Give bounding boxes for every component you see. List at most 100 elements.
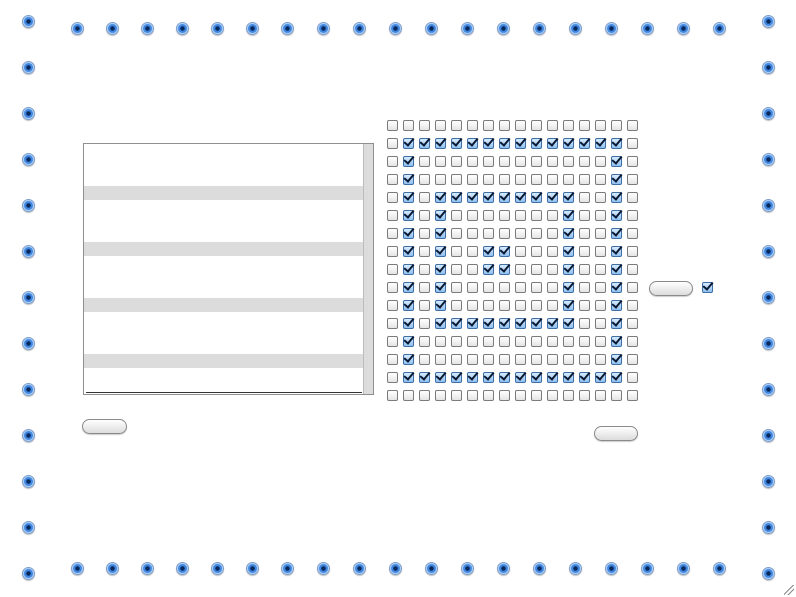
grid-checkbox[interactable] [515, 336, 526, 347]
radio-button[interactable] [317, 562, 330, 575]
grid-checkbox[interactable] [435, 156, 446, 167]
grid-checkbox[interactable] [515, 174, 526, 185]
grid-checkbox[interactable] [531, 282, 542, 293]
grid-checkbox[interactable] [451, 372, 462, 383]
grid-checkbox[interactable] [387, 390, 398, 401]
grid-checkbox[interactable] [611, 192, 622, 203]
radio-button[interactable] [389, 562, 402, 575]
radio-button[interactable] [389, 22, 402, 35]
radio-button[interactable] [762, 429, 775, 442]
grid-checkbox[interactable] [387, 300, 398, 311]
list-scrollbar[interactable] [363, 144, 373, 394]
grid-checkbox[interactable] [467, 138, 478, 149]
list-box[interactable] [83, 143, 374, 395]
radio-button[interactable] [762, 107, 775, 120]
grid-checkbox[interactable] [435, 264, 446, 275]
grid-checkbox[interactable] [467, 318, 478, 329]
grid-checkbox[interactable] [451, 300, 462, 311]
grid-checkbox[interactable] [403, 246, 414, 257]
grid-checkbox[interactable] [563, 354, 574, 365]
grid-checkbox[interactable] [451, 120, 462, 131]
grid-checkbox[interactable] [451, 282, 462, 293]
grid-checkbox[interactable] [419, 372, 430, 383]
grid-checkbox[interactable] [483, 264, 494, 275]
grid-checkbox[interactable] [515, 264, 526, 275]
grid-checkbox[interactable] [435, 246, 446, 257]
grid-checkbox[interactable] [467, 336, 478, 347]
grid-checkbox[interactable] [563, 372, 574, 383]
grid-checkbox[interactable] [451, 156, 462, 167]
radio-button[interactable] [677, 562, 690, 575]
grid-checkbox[interactable] [483, 138, 494, 149]
grid-checkbox[interactable] [563, 228, 574, 239]
grid-checkbox[interactable] [515, 156, 526, 167]
radio-button[interactable] [281, 562, 294, 575]
grid-checkbox[interactable] [403, 174, 414, 185]
grid-checkbox[interactable] [547, 336, 558, 347]
grid-checkbox[interactable] [387, 192, 398, 203]
list-item[interactable] [84, 354, 363, 368]
radio-button[interactable] [246, 22, 259, 35]
grid-checkbox[interactable] [563, 174, 574, 185]
grid-checkbox[interactable] [595, 354, 606, 365]
grid-checkbox[interactable] [499, 120, 510, 131]
radio-button[interactable] [677, 22, 690, 35]
grid-checkbox[interactable] [451, 246, 462, 257]
radio-button[interactable] [762, 153, 775, 166]
grid-checkbox[interactable] [387, 282, 398, 293]
grid-checkbox[interactable] [483, 156, 494, 167]
grid-checkbox[interactable] [531, 390, 542, 401]
grid-checkbox[interactable] [531, 174, 542, 185]
grid-checkbox[interactable] [515, 318, 526, 329]
grid-checkbox[interactable] [595, 210, 606, 221]
radio-button[interactable] [176, 22, 189, 35]
grid-checkbox[interactable] [515, 354, 526, 365]
grid-checkbox[interactable] [435, 372, 446, 383]
grid-checkbox[interactable] [403, 372, 414, 383]
grid-checkbox[interactable] [499, 372, 510, 383]
grid-checkbox[interactable] [563, 264, 574, 275]
grid-checkbox[interactable] [499, 336, 510, 347]
grid-checkbox[interactable] [611, 282, 622, 293]
radio-button[interactable] [211, 22, 224, 35]
grid-checkbox[interactable] [403, 138, 414, 149]
grid-checkbox[interactable] [627, 354, 638, 365]
grid-checkbox[interactable] [595, 120, 606, 131]
grid-checkbox[interactable] [435, 300, 446, 311]
grid-checkbox[interactable] [611, 138, 622, 149]
grid-checkbox[interactable] [531, 210, 542, 221]
grid-checkbox[interactable] [419, 318, 430, 329]
radio-button[interactable] [22, 61, 35, 74]
grid-checkbox[interactable] [467, 120, 478, 131]
grid-checkbox[interactable] [499, 138, 510, 149]
grid-checkbox[interactable] [595, 390, 606, 401]
grid-checkbox[interactable] [467, 192, 478, 203]
grid-checkbox[interactable] [595, 138, 606, 149]
grid-checkbox[interactable] [531, 192, 542, 203]
grid-checkbox[interactable] [451, 210, 462, 221]
radio-button[interactable] [141, 22, 154, 35]
grid-checkbox[interactable] [531, 354, 542, 365]
grid-checkbox[interactable] [627, 120, 638, 131]
grid-checkbox[interactable] [499, 318, 510, 329]
grid-checkbox[interactable] [451, 390, 462, 401]
grid-checkbox[interactable] [627, 336, 638, 347]
grid-checkbox[interactable] [611, 336, 622, 347]
grid-checkbox[interactable] [435, 318, 446, 329]
grid-checkbox[interactable] [563, 318, 574, 329]
grid-checkbox[interactable] [611, 210, 622, 221]
grid-checkbox[interactable] [435, 138, 446, 149]
grid-checkbox[interactable] [483, 390, 494, 401]
grid-checkbox[interactable] [579, 192, 590, 203]
grid-checkbox[interactable] [579, 336, 590, 347]
grid-checkbox[interactable] [579, 354, 590, 365]
grid-checkbox[interactable] [627, 390, 638, 401]
grid-checkbox[interactable] [515, 228, 526, 239]
grid-checkbox[interactable] [531, 336, 542, 347]
radio-button[interactable] [762, 291, 775, 304]
radio-button[interactable] [762, 337, 775, 350]
grid-checkbox[interactable] [435, 174, 446, 185]
grid-checkbox[interactable] [547, 228, 558, 239]
radio-button[interactable] [569, 22, 582, 35]
grid-checkbox[interactable] [387, 354, 398, 365]
